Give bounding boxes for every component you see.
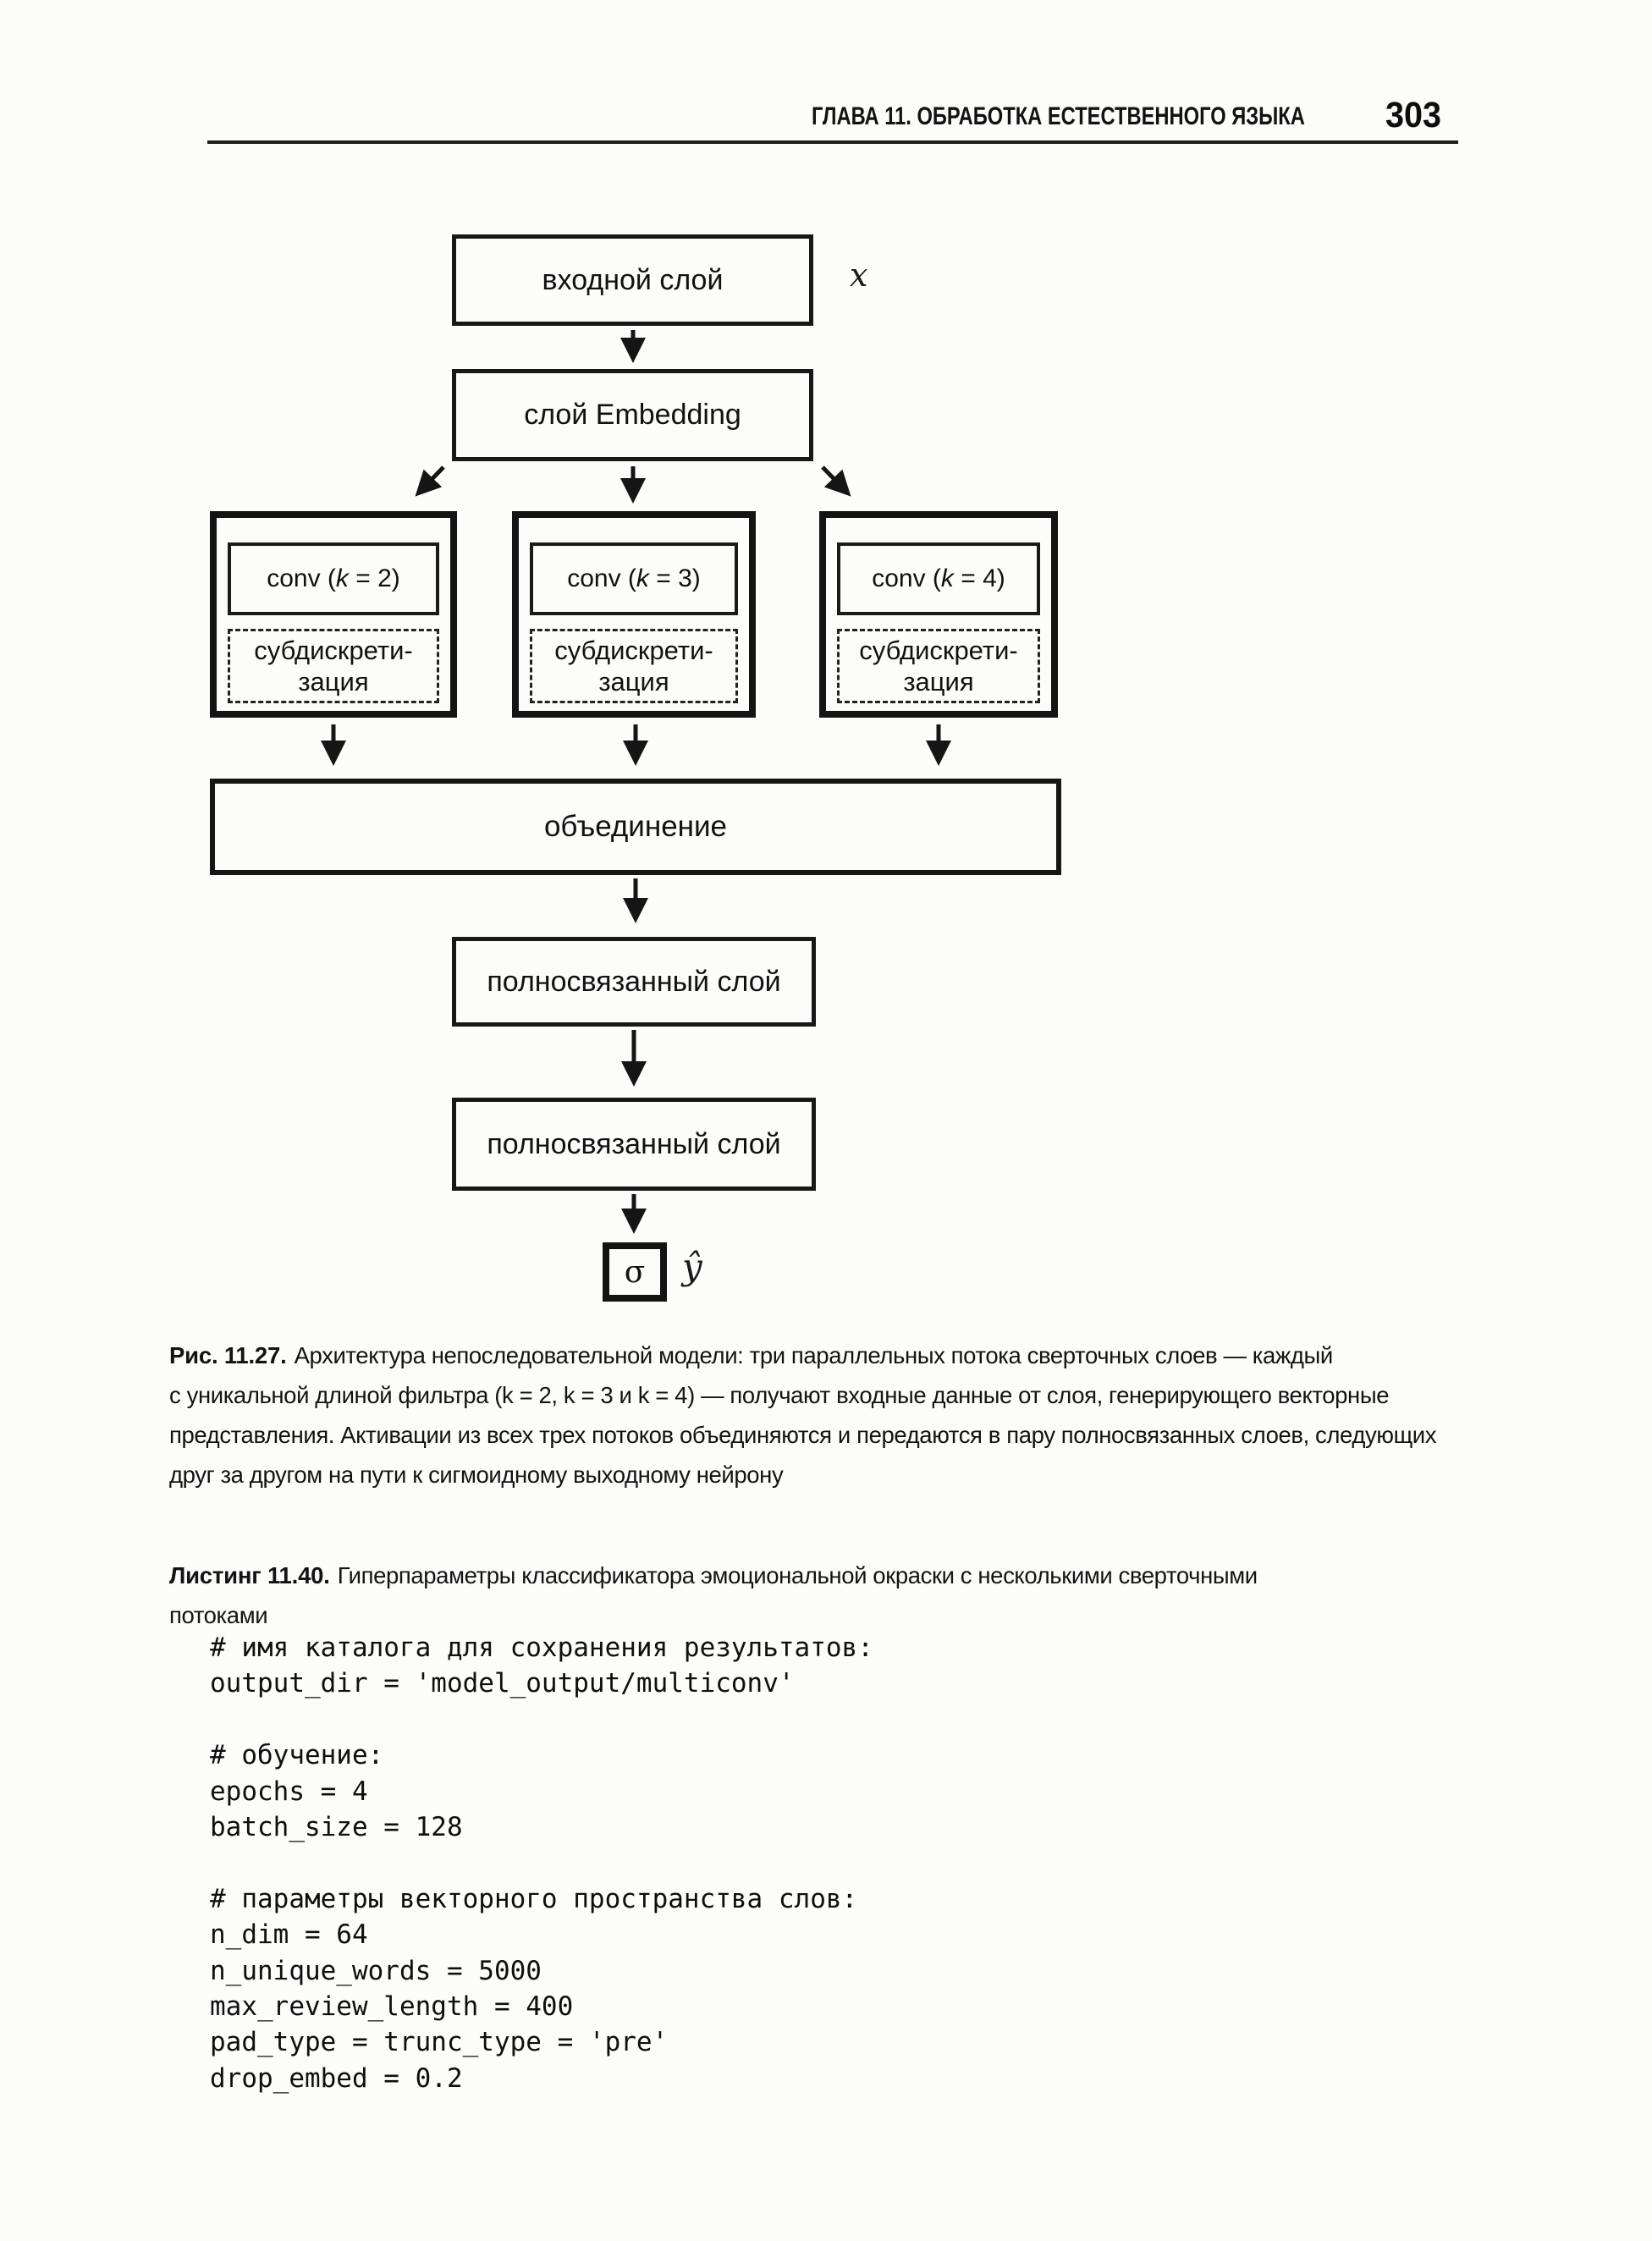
page-number: 303	[1385, 95, 1442, 135]
code-line: # имя каталога для сохранения результато…	[210, 1633, 873, 1663]
pooling-label-line1: субдискрети-	[554, 636, 713, 665]
pooling-label-line1: субдискрети-	[859, 636, 1018, 665]
header-rule	[207, 140, 1458, 144]
conv-label-text: = 3)	[648, 564, 701, 592]
chapter-title: ГЛАВА 11. ОБРАБОТКА ЕСТЕСТВЕННОГО ЯЗЫКА	[812, 102, 1305, 130]
arrow-embedding-to-conv3	[821, 465, 851, 497]
listing-caption-label: Листинг 11.40.	[169, 1562, 330, 1589]
listing-caption-text: Гиперпараметры классификатора эмоциональ…	[337, 1562, 1258, 1589]
figure-caption-line: представления. Активации из всех трех по…	[169, 1422, 1437, 1448]
figure-caption-text: Архитектура непоследовательной модели: т…	[294, 1342, 1334, 1368]
listing-caption: Листинг 11.40. Гиперпараметры классификат…	[169, 1555, 1258, 1635]
conv-k2-label-box: conv (k = 2)	[228, 542, 439, 615]
code-line: n_dim = 64	[210, 1919, 368, 1951]
embedding-layer-box: слой Embedding	[452, 369, 813, 461]
conv-k-variable: k	[636, 564, 649, 592]
arrow-embedding-to-conv1	[415, 465, 445, 497]
pooling-box-3: субдискрети- зация	[837, 629, 1040, 703]
input-layer-box: входной слой	[452, 234, 813, 326]
code-line: # параметры векторного пространства слов…	[210, 1883, 858, 1914]
code-line: epochs = 4	[210, 1776, 368, 1807]
conv-stream-3-box: conv (k = 4) субдискрети- зация	[819, 511, 1058, 718]
listing-caption-line: потоками	[169, 1602, 268, 1628]
figure-caption-line: Рис. 11.27. Архитектура непоследовательно…	[169, 1335, 1436, 1375]
code-line	[210, 1702, 873, 1737]
pooling-box-1: субдискрети- зация	[228, 629, 439, 703]
conv-label-text: conv (	[567, 564, 636, 592]
code-line	[210, 1845, 873, 1880]
pooling-label-line1: субдискрети-	[254, 636, 413, 665]
pooling-label-line2: зация	[298, 667, 369, 697]
listing-caption-line: Листинг 11.40. Гиперпараметры классификат…	[169, 1555, 1258, 1595]
figure-caption: Рис. 11.27. Архитектура непоследовательно…	[169, 1335, 1437, 1495]
output-variable-label: ŷ	[682, 1246, 702, 1287]
code-line: drop_embed = 0.2	[210, 2062, 463, 2094]
code-line: batch_size = 128	[210, 1811, 463, 1842]
conv-k-variable: k	[335, 564, 349, 592]
dense-layer-2-box: полносвязанный слой	[452, 1098, 816, 1191]
code-line: output_dir = 'model_output/multiconv'	[210, 1668, 795, 1699]
pooling-label-line2: зация	[598, 667, 669, 697]
conv-stream-2-box: conv (k = 3) субдискрети- зация	[512, 511, 756, 718]
figure-caption-line: друг за другом на пути к сигмоидному вых…	[169, 1462, 784, 1488]
conv-label-text: conv (	[872, 564, 941, 592]
conv-k-variable: k	[940, 564, 954, 592]
code-line: n_unique_words = 5000	[210, 1955, 542, 1986]
conv-label-text: = 4)	[953, 564, 1005, 592]
code-line: # обучение:	[210, 1740, 384, 1771]
figure-caption-line: с уникальной длиной фильтра (k = 2, k = …	[169, 1382, 1390, 1408]
conv-k3-label-box: conv (k = 3)	[530, 542, 738, 615]
dense-layer-1-box: полносвязанный слой	[452, 937, 816, 1027]
conv-k4-label-box: conv (k = 4)	[837, 542, 1040, 615]
code-line: pad_type = trunc_type = 'pre'	[210, 2027, 669, 2058]
code-listing: # имя каталога для сохранения результато…	[210, 1630, 873, 2096]
code-line: max_review_length = 400	[210, 1990, 574, 2022]
conv-stream-1-box: conv (k = 2) субдискрети- зация	[210, 511, 457, 718]
concatenation-box: объединение	[210, 779, 1061, 875]
pooling-label-line2: зация	[903, 667, 974, 697]
conv-label-text: conv (	[267, 564, 336, 592]
pooling-box-2: субдискрети- зация	[530, 629, 738, 703]
input-variable-label: x	[850, 256, 868, 294]
sigmoid-output-box: σ	[603, 1242, 667, 1302]
figure-caption-label: Рис. 11.27.	[169, 1342, 287, 1368]
conv-label-text: = 2)	[348, 564, 400, 592]
